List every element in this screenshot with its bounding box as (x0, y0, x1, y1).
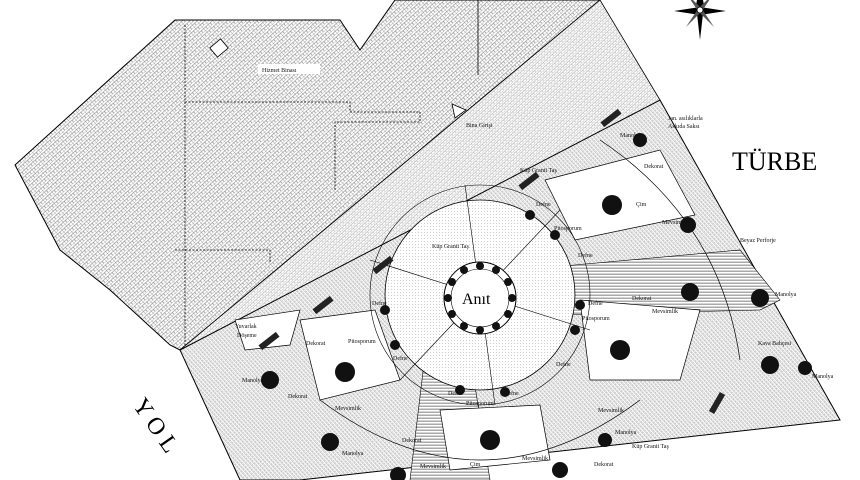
label-dekorat: Dekorat (644, 164, 664, 170)
label-turbe: TÜRBE (732, 147, 817, 176)
label-defne: Defne (556, 361, 571, 368)
label-anit: Anıt (462, 291, 491, 308)
label-mevsimlik: Mevsimlik (598, 408, 624, 414)
label-mevsimlik: Mevsimlik (522, 456, 548, 462)
label-manolya: Manolya (775, 292, 797, 298)
label-beyaz-perforje: Beyaz Perforje (740, 237, 776, 244)
tree-symbol-icon (444, 262, 516, 334)
label-defne: Defne (588, 300, 603, 307)
label-dekorat: Dekorat (288, 394, 308, 400)
entrance-triangle-icon (451, 103, 467, 119)
label-dekorat: Dekorat (402, 438, 422, 444)
label-pitosporum: Pitosporum (466, 401, 494, 407)
label-jan-saksi-2: Askıda Saksı (668, 124, 700, 130)
label-manolya: Manolya (615, 430, 637, 436)
label-jan-saksi: Jan. asılıklarla (668, 116, 703, 122)
label-mevsimlik: Mevsimlik (420, 464, 446, 470)
label-defne: Defne (504, 390, 519, 397)
label-defne: Defne (448, 390, 463, 397)
label-cim: Çim (636, 202, 647, 208)
label-mevsimlik: Mevsimlik (335, 406, 361, 412)
label-doseme: Döşeme (237, 333, 257, 339)
label-manolya: Manolya (812, 374, 834, 380)
label-kup-granit: Küp Granit Taş (432, 244, 469, 250)
bench-icon (258, 108, 726, 415)
label-manolya: Manolya (342, 451, 364, 457)
label-manolya: Manolya (242, 378, 264, 384)
label-defne: Defne (393, 355, 408, 362)
label-defne: Defne (372, 300, 387, 307)
label-cim: Çim (470, 462, 481, 468)
compass-icon (674, 0, 726, 40)
service-building: Hizmet Binası (14, 0, 601, 351)
label-kup-granit: Küp Granit Taş (632, 444, 669, 450)
label-pitosporum: Pitosporum (554, 226, 582, 232)
label-hizmet-binasi: Hizmet Binası (262, 68, 297, 74)
label-dekorat: Dekorat (632, 296, 652, 302)
label-dekorat: Dekorat (594, 462, 614, 468)
label-bina-girisi: Bina Girişi (466, 123, 493, 129)
label-kup-granit: Küp Granit Taş (520, 168, 557, 174)
label-pitosporum: Pitosporum (582, 316, 610, 322)
tree-symbol-icon (261, 133, 812, 480)
label-mevsimlik: Mevsimlik (662, 220, 688, 226)
label-defne: Defne (536, 201, 551, 208)
monument: Anıt (443, 261, 517, 335)
label-dekorat: Dekorat (306, 341, 326, 347)
label-defne: Defne (578, 252, 593, 259)
label-yuvarlak: Yuvarlak (235, 324, 257, 330)
label-kava-bahcesi: Kava Bahçesi (758, 341, 791, 347)
label-pitosporum: Pitosporum (348, 339, 376, 345)
label-mevsimlik: Mevsimlik (652, 309, 678, 315)
label-yol: Y O L (127, 394, 183, 458)
label-manolya: Manolya (620, 133, 642, 139)
